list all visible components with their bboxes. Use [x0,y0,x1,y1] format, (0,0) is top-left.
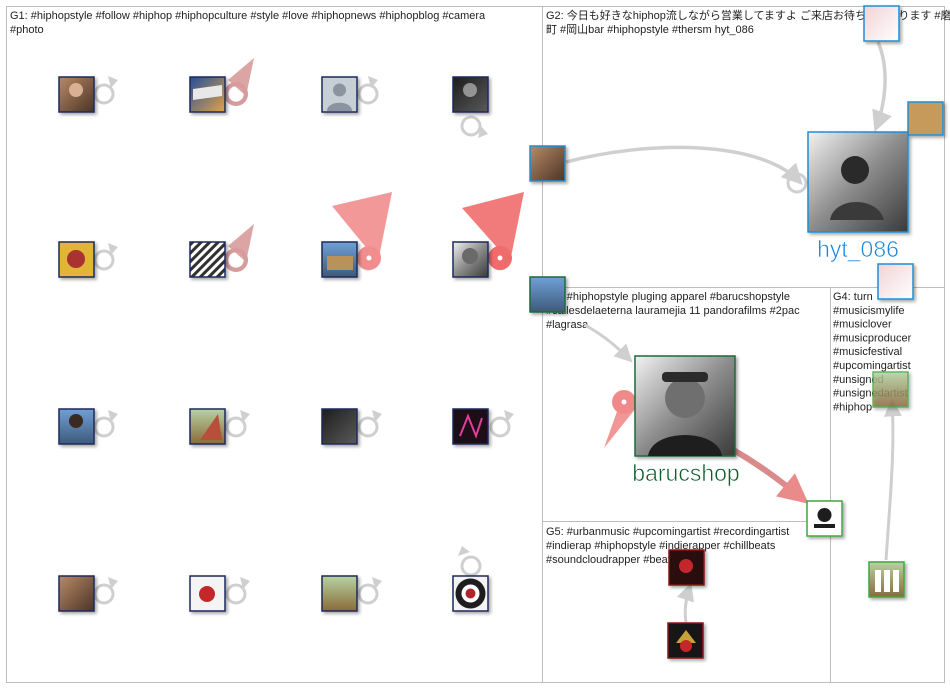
node[interactable] [908,102,943,135]
group-title-line: G1: #hiphopstyle #follow #hiphop #hiphop… [10,10,486,22]
node[interactable] [190,242,225,277]
node[interactable] [878,264,913,299]
group-title-line: #musicismylife [833,305,905,317]
hub-label-g2: hyt_086 [817,236,899,262]
group-title-line: G5: #urbanmusic #upcomingartist #recordi… [546,526,789,538]
node[interactable] [59,576,94,611]
group-title-line: #photo [10,24,44,36]
group-title-line: #upcomingartist [833,360,911,372]
group-title-line: #callesdelaeterna lauramejia 11 pandoraf… [546,305,800,317]
group-title-line: G3: #hiphopstyle pluging apparel #barucs… [546,291,790,303]
node[interactable] [864,6,899,41]
group-title-line: #musiclover [833,319,892,331]
group-title-line: #lagrasa [546,319,589,331]
group-title-line: #musicproducer [833,332,912,344]
node[interactable] [453,409,488,444]
node[interactable] [322,409,357,444]
node[interactable] [322,576,357,611]
group-title-line: #musicfestival [833,346,902,358]
group-title-line: G4: turn [833,291,873,303]
hub-label-g3: barucshop [632,460,739,486]
group-title-line: #indierap #hiphopstyle #indierapper #chi… [546,540,776,552]
group-title-line: #hiphop [833,401,872,413]
node[interactable] [873,372,908,407]
node[interactable] [530,146,565,181]
group-title-line: #soundcloudrapper #beats [546,554,677,566]
group-title-line: 町 #岡山bar #hiphopstyle #thersm hyt_086 [546,23,754,36]
node[interactable] [530,277,565,312]
